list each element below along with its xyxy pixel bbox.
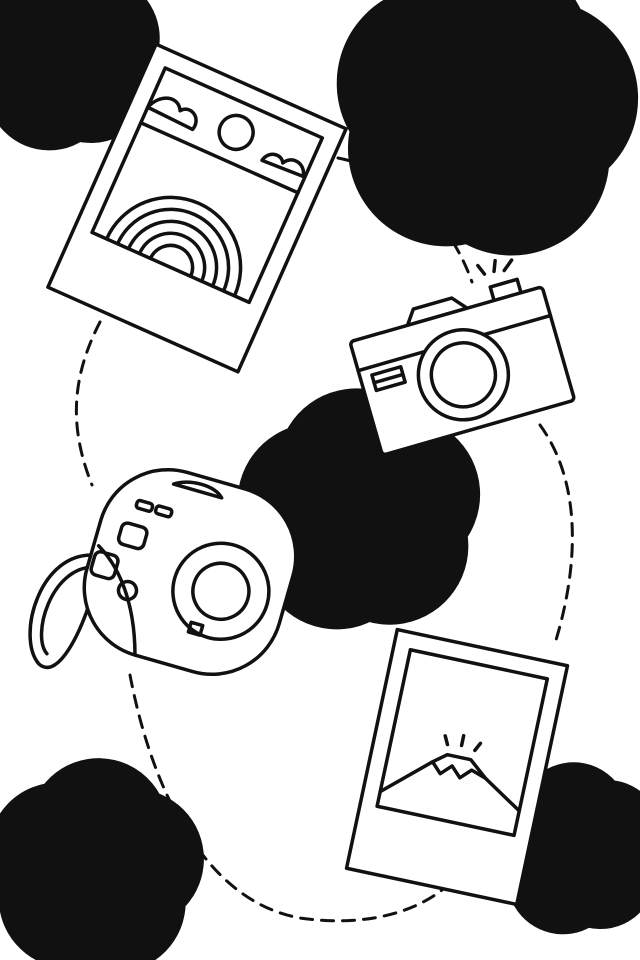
mountain-icon — [378, 733, 521, 813]
camera-icon — [349, 258, 576, 457]
rainbow-icon — [104, 195, 243, 298]
star-icon — [25, 14, 104, 90]
star-icon — [543, 814, 611, 880]
star-icon — [426, 45, 545, 160]
instant-camera-icon — [28, 467, 298, 677]
polaroid-photo-rainbow — [46, 42, 348, 374]
polaroid-photo-mountain — [344, 627, 570, 907]
star-icon — [54, 825, 136, 904]
star-icon — [313, 463, 405, 552]
